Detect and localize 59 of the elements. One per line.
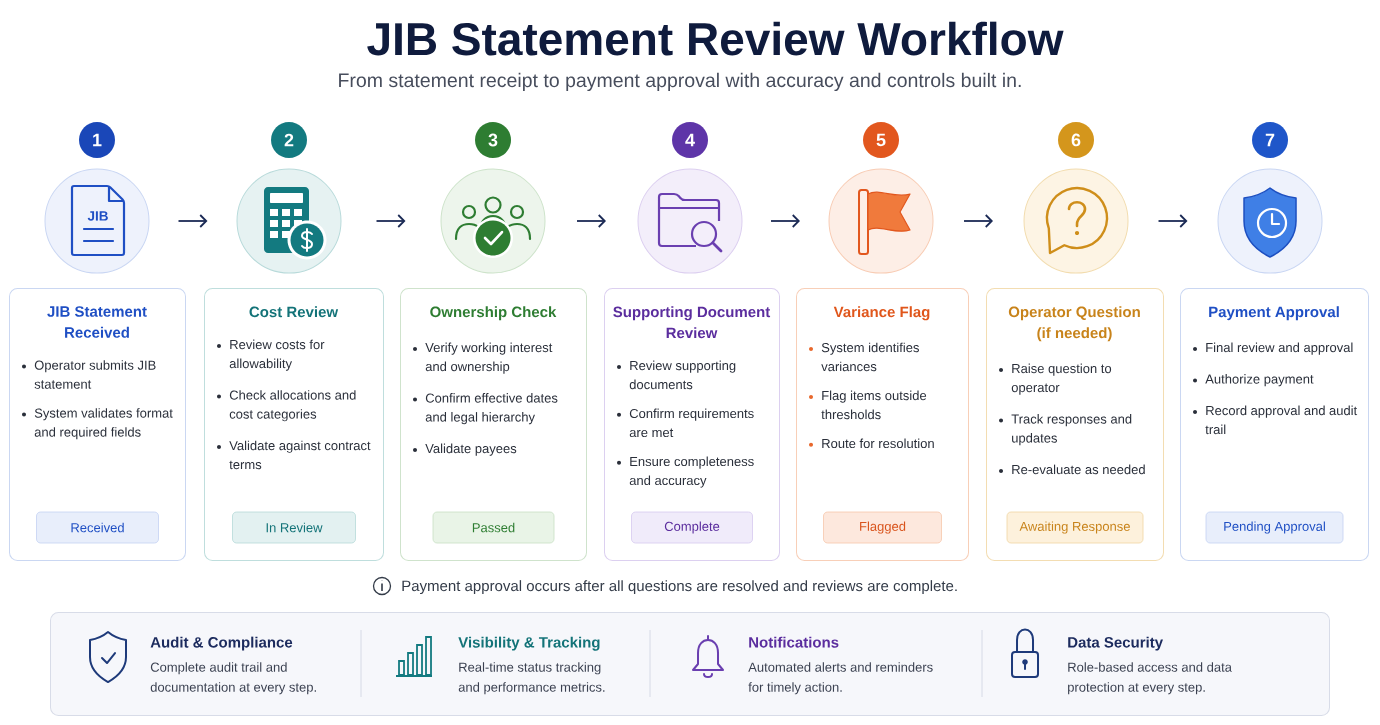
arrow xyxy=(1157,214,1188,228)
bullet-text: Validate payees xyxy=(425,443,517,456)
arrow xyxy=(963,214,993,228)
card-title: Payment Approval xyxy=(1209,306,1339,321)
step-badge: 3 xyxy=(475,122,511,158)
bullet-text: Confirm effective dates and legal hierarchy xyxy=(425,393,558,425)
card-title: Variance Flag xyxy=(833,306,930,321)
status-pill: Complete xyxy=(631,511,753,544)
step-badge: 4 xyxy=(672,122,708,158)
bullet-text: Re-evaluate as needed xyxy=(1012,464,1145,475)
title: JIB Statement Review Workflow xyxy=(367,21,1064,56)
bullet-text: Final review and approval xyxy=(1206,342,1353,355)
bullet-text: Authorize payment xyxy=(1205,374,1314,387)
feature-title: Notifications xyxy=(749,636,839,648)
status-pill: Passed xyxy=(432,511,555,544)
arrow xyxy=(576,214,606,228)
card-title: Operator Question (if needed) xyxy=(1008,306,1140,342)
bullet-text: Route for resolution xyxy=(822,438,934,449)
subtitle: From statement receipt to payment approval with accuracy and controls built in. xyxy=(339,72,1021,92)
card-title: JIB Statement Received xyxy=(47,306,147,338)
bullet-text: Flag items outside thresholds xyxy=(821,390,927,420)
feature-title: Audit & Compliance xyxy=(150,636,293,651)
feature-text: Real-time status tracking and performance metrics. xyxy=(458,662,605,695)
status-pill: In Review xyxy=(232,511,356,544)
card-title: Cost Review xyxy=(249,306,339,318)
bullet-text: System identifies variances xyxy=(821,342,919,372)
bullet-text: Operator submits JIB statement xyxy=(34,360,156,389)
bullet-text: Track responses and updates xyxy=(1011,414,1132,446)
status-pill: Received xyxy=(36,511,159,544)
bullet-text: Verify working interest and ownership xyxy=(425,342,553,374)
bullet-text: Validate against contract terms xyxy=(229,440,371,470)
bullet-text: Check allocations and cost categories xyxy=(229,390,356,422)
feature-title: Data Security xyxy=(1068,636,1163,651)
bullet-text: Confirm requirements are met xyxy=(629,408,754,438)
icon-label: JIB xyxy=(87,211,108,221)
step-badge: 5 xyxy=(863,122,899,158)
step-badge: 2 xyxy=(271,122,307,158)
bullet-text: Review costs for allowability xyxy=(229,339,325,371)
step-badge: 1 xyxy=(79,122,115,158)
bullet-text: System validates format and required fields xyxy=(34,408,173,440)
card-title: Supporting Document Review xyxy=(613,306,771,339)
note-text: Payment approval occurs after all questions are resolved and reviews are complete. xyxy=(402,580,957,595)
feature-text: Automated alerts and reminders for timely action. xyxy=(748,662,933,695)
step-badge: 7 xyxy=(1252,122,1288,158)
feature-title: Visibility & Tracking xyxy=(458,636,600,651)
status-pill: Awaiting Response xyxy=(1006,511,1144,544)
arrow xyxy=(770,214,800,228)
status-pill: Flagged xyxy=(823,511,942,544)
feature-text: Complete audit trail and documentation at every step. xyxy=(150,662,316,695)
feature-text: Role-based access and data protection at every step. xyxy=(1068,662,1232,695)
step-badge: 6 xyxy=(1058,122,1094,158)
arrow xyxy=(177,214,208,228)
arrow xyxy=(375,214,406,228)
card-title: Ownership Check xyxy=(430,306,557,321)
status-pill: Pending Approval xyxy=(1205,511,1344,544)
bullet-text: Ensure completeness and accuracy xyxy=(629,456,754,488)
bullet-text: Raise question to operator xyxy=(1011,363,1112,395)
bullet-text: Review supporting documents xyxy=(629,360,736,390)
bullet-text: Record approval and audit trail xyxy=(1205,405,1358,435)
